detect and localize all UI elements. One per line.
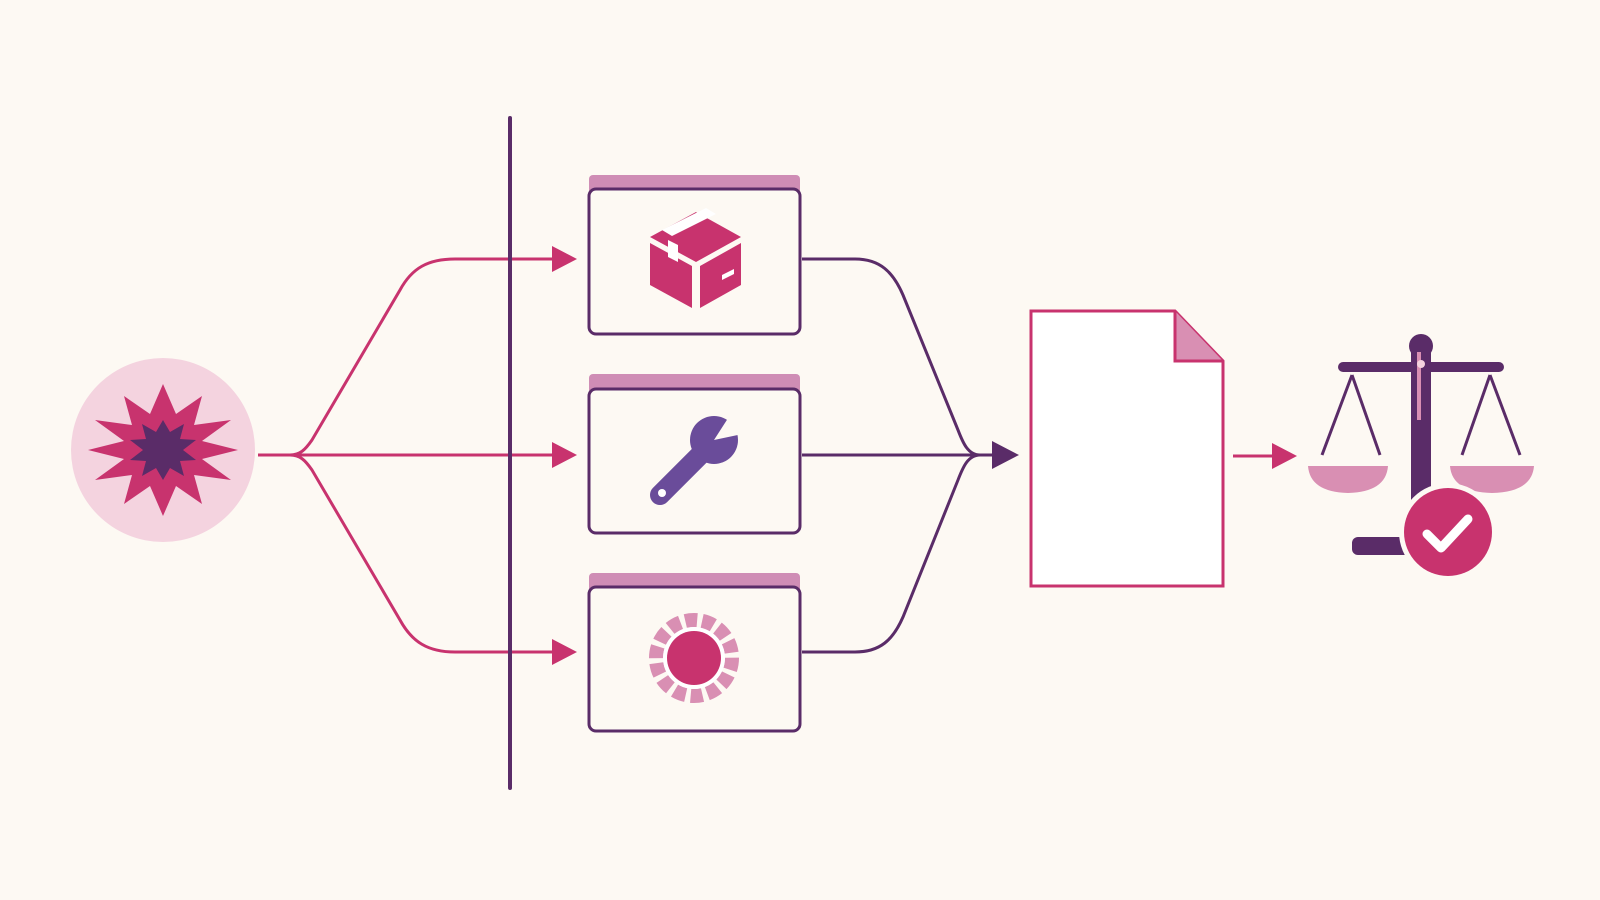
document-icon <box>1029 309 1225 588</box>
starburst-core <box>130 420 196 480</box>
card-wrench[interactable] <box>587 374 802 535</box>
arrowhead-merge <box>992 441 1019 469</box>
arrowhead-bottom <box>552 639 577 665</box>
wrench-icon <box>650 412 752 505</box>
card-package[interactable] <box>587 175 802 336</box>
card-gear[interactable] <box>587 573 802 733</box>
arrowhead-top <box>552 246 577 272</box>
card-frame <box>587 187 802 336</box>
merge-lines <box>802 257 995 654</box>
package-box-icon <box>650 208 741 308</box>
balance-scale-icon <box>1308 334 1534 555</box>
source-node <box>71 358 255 542</box>
branch-line-bottom <box>258 453 560 654</box>
merge-line-bottom <box>802 453 981 654</box>
merge-line-top <box>802 257 981 457</box>
arrowhead-output <box>1272 443 1297 469</box>
gear-ring-icon <box>649 613 739 703</box>
arrowhead-middle <box>552 442 577 468</box>
checkmark-badge-icon <box>1399 483 1497 581</box>
